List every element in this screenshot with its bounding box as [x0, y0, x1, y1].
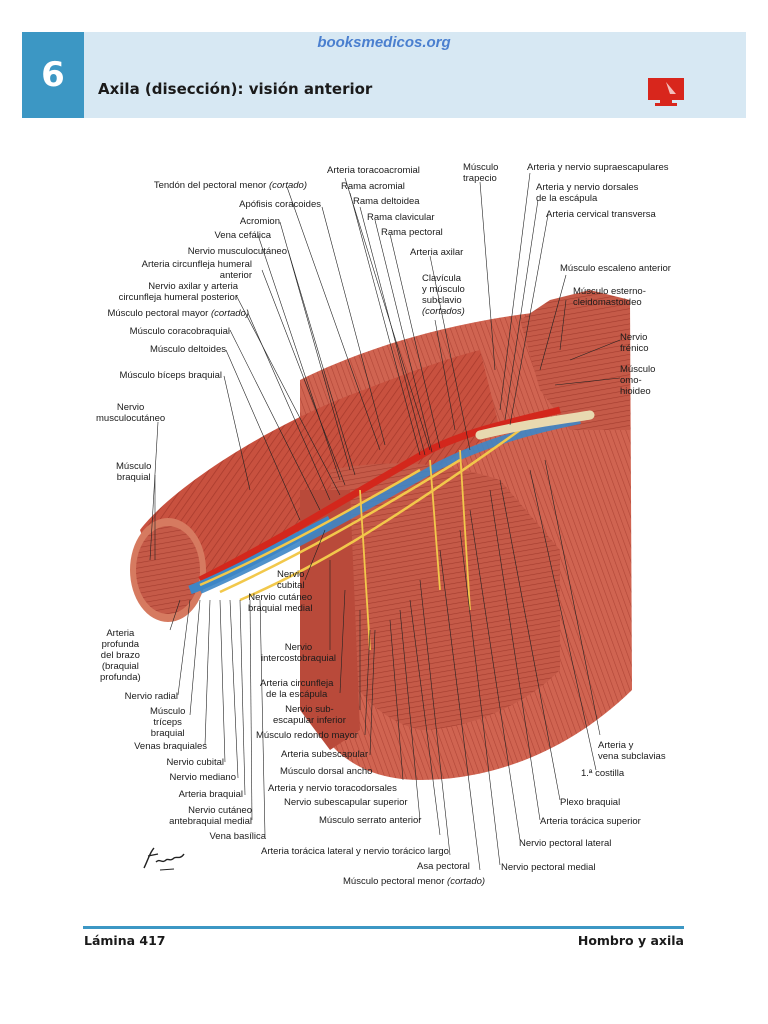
label-braquial: Músculo braquial — [116, 461, 152, 483]
label-toracica-lateral: Arteria torácica lateral y nervio toráci… — [261, 846, 449, 857]
label-arteria-profunda: Arteria profunda del brazo (braquial pro… — [100, 628, 141, 683]
chapter-number: 6 — [22, 32, 84, 118]
label-nervio-cubital-left: Nervio cubital — [166, 757, 224, 768]
label-nervio-cutaneo-braquial: Nervio cutáneo braquial medial — [248, 592, 313, 614]
label-nervio-musculocutaneo-top: Nervio musculocutáneo — [187, 246, 287, 257]
label-apofisis-coracoides: Apófisis coracoides — [239, 199, 321, 210]
clavicle — [475, 410, 595, 440]
label-arteria-braquial: Arteria braquial — [178, 789, 243, 800]
artist-signature — [143, 847, 185, 871]
label-arteria-circunfleja-anterior: Arteria circunfleja humeral anterior — [141, 259, 252, 281]
label-escaleno-anterior: Músculo escaleno anterior — [560, 263, 671, 274]
label-tendon-pectoral-menor: Tendón del pectoral menor (cortado) — [153, 180, 307, 191]
label-dorsal-ancho: Músculo dorsal ancho — [280, 766, 373, 777]
label-toracodorsales: Arteria y nervio toracodorsales — [268, 783, 397, 794]
label-trapecio: Músculo trapecio — [463, 162, 499, 184]
neck-muscles — [520, 290, 630, 430]
label-circunfleja-escapula: Arteria circunfleja de la escápula — [260, 678, 334, 700]
label-vena-basilica: Vena basílica — [209, 831, 266, 842]
label-vena-subclavias: Arteria y vena subclavias — [598, 740, 666, 762]
label-clavicula: Clavícula y músculo subclavio(cortados) — [422, 273, 465, 317]
page-title: Axila (disección): visión anterior — [98, 80, 373, 98]
label-pectoral-menor: Músculo pectoral menor (cortado) — [343, 876, 486, 887]
header-band — [22, 32, 746, 118]
axillary-artery — [198, 406, 561, 584]
label-rama-clavicular: Rama clavicular — [367, 212, 435, 223]
label-pectoral-mayor: Músculo pectoral mayor (cortado) — [107, 308, 249, 319]
label-arteria-toracoacromial: Arteria toracoacromial — [327, 165, 420, 176]
label-arteria-subescapular: Arteria subescapular — [281, 749, 369, 760]
label-subescapular-inferior: Nervio sub- escapular inferior — [273, 704, 346, 726]
label-vena-cefalica: Vena cefálica — [214, 230, 271, 241]
footer-plate-number: Lámina 417 — [84, 933, 166, 948]
label-deltoides: Músculo deltoides — [149, 344, 226, 355]
label-pectoral-medial: Nervio pectoral medial — [501, 862, 596, 873]
arm — [140, 350, 500, 610]
label-esternocleidomastoideo: Músculo esterno- cleidomastoideo — [573, 286, 646, 308]
label-intercostobraquial: Nervio intercostobraquial — [261, 642, 336, 664]
label-biceps: Músculo bíceps braquial — [119, 370, 222, 381]
label-dorsales-escapula: Arteria y nervio dorsales de la escápula — [536, 182, 639, 204]
footer-section-title: Hombro y axila — [577, 933, 684, 948]
label-nervio-frenico: Nervio frénico — [620, 332, 649, 354]
label-rama-acromial: Rama acromial — [341, 181, 405, 192]
label-nervio-radial: Nervio radial — [124, 691, 178, 702]
label-subescapular-superior: Nervio subescapular superior — [284, 797, 408, 808]
label-serrato-anterior: Músculo serrato anterior — [319, 815, 422, 826]
serratus-region — [330, 463, 560, 730]
label-acromion: Acromion — [239, 216, 280, 227]
label-asa-pectoral: Asa pectoral — [417, 861, 470, 872]
label-nervio-musculocutaneo-left: Nervio musculocutáneo — [96, 402, 166, 424]
label-nervio-cutaneo-antebraquial: Nervio cutáneo antebraquial medial — [169, 805, 252, 827]
label-plexo-braquial: Plexo braquial — [560, 797, 621, 808]
label-redondo-mayor: Músculo redondo mayor — [256, 730, 358, 741]
label-primera-costilla: 1.ª costilla — [581, 768, 625, 779]
label-nervio-mediano: Nervio mediano — [169, 772, 236, 783]
brachial-plexus — [199, 428, 521, 602]
label-nervio-axilar: Nervio axilar y arteria circunfleja hume… — [118, 281, 238, 303]
anatomy-illustration — [130, 172, 632, 871]
label-nervio-cubital-mid: Nervio cubital — [277, 569, 305, 591]
label-rama-pectoral: Rama pectoral — [381, 227, 443, 238]
watermark[interactable]: booksmedicos.org — [317, 34, 451, 51]
label-triceps: Músculo tríceps braquial — [150, 706, 186, 739]
label-omohioideo: Músculo omo- hioideo — [620, 364, 656, 397]
monitor-icon[interactable] — [646, 72, 686, 112]
label-cervical-transversa: Arteria cervical transversa — [546, 209, 656, 220]
label-arteria-axilar: Arteria axilar — [410, 247, 464, 258]
label-rama-deltoidea: Rama deltoidea — [353, 196, 420, 207]
label-supraescapulares: Arteria y nervio supraescapulares — [527, 162, 669, 173]
label-venas-braquiales: Venas braquiales — [134, 741, 207, 752]
axillary-vein — [198, 416, 581, 594]
label-toracica-superior: Arteria torácica superior — [540, 816, 641, 827]
label-coracobraquial: Músculo coracobraquial — [129, 326, 230, 337]
footer-divider — [83, 926, 684, 929]
label-pectoral-lateral: Nervio pectoral lateral — [519, 838, 612, 849]
